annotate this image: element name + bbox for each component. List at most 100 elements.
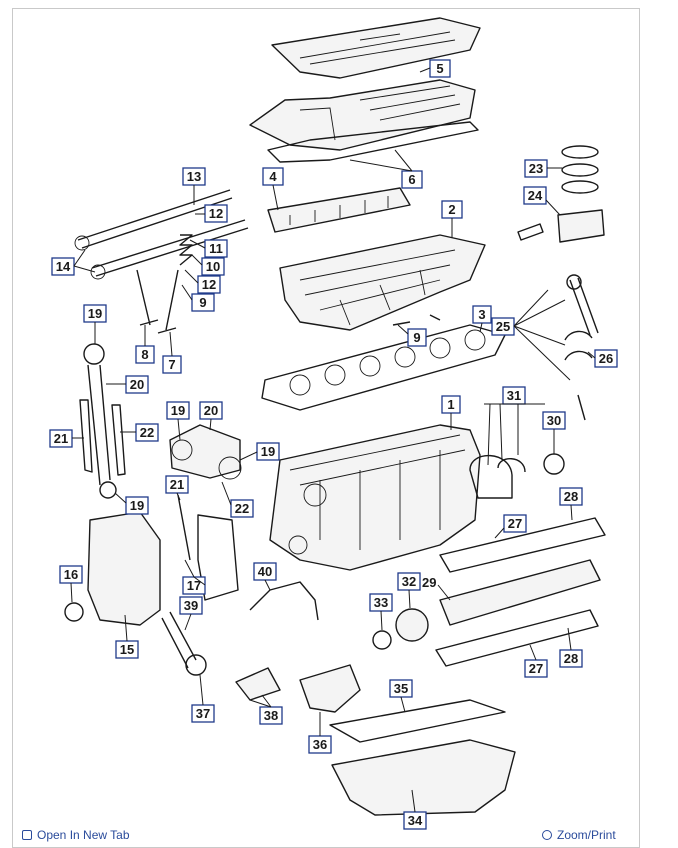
- svg-text:9: 9: [199, 295, 206, 310]
- part-rear-seal: [497, 458, 526, 473]
- callout-19d: 19: [239, 442, 280, 461]
- part-crankshaft: [439, 559, 601, 626]
- svg-text:28: 28: [564, 651, 578, 666]
- svg-text:28: 28: [564, 489, 578, 504]
- svg-text:7: 7: [168, 357, 175, 372]
- callout-40: 40: [253, 562, 277, 591]
- part-timing-cover: [87, 511, 161, 626]
- open-new-tab-link[interactable]: Open In New Tab: [22, 828, 130, 842]
- callout-36: 36: [308, 712, 332, 754]
- callout-13: 12: [195, 204, 228, 223]
- svg-text:17: 17: [187, 578, 201, 593]
- callout-27a: 27: [494, 514, 527, 539]
- part-oil-pump: [299, 664, 361, 713]
- svg-text:38: 38: [264, 708, 278, 723]
- callout-16: 15: [115, 614, 139, 659]
- part-rear-oil-seal: [543, 453, 565, 475]
- svg-text:3: 3: [478, 307, 485, 322]
- part-engine-block: [269, 424, 481, 571]
- svg-text:15: 15: [120, 642, 134, 657]
- callout-18: 17: [182, 559, 206, 595]
- callout-22a: 22: [120, 423, 159, 442]
- callout-4: 4: [262, 167, 284, 211]
- svg-text:24: 24: [528, 188, 543, 203]
- callout-35: 35: [389, 679, 413, 713]
- svg-text:20: 20: [204, 403, 218, 418]
- part-chain-guide: [79, 399, 126, 476]
- svg-text:2: 2: [448, 202, 455, 217]
- svg-text:20: 20: [130, 377, 144, 392]
- part-oil-pan: [331, 739, 516, 816]
- part-piston: [557, 209, 605, 243]
- callout-28b: 28: [559, 627, 583, 668]
- part-cover-gaskets: [177, 494, 239, 601]
- svg-text:22: 22: [140, 425, 154, 440]
- callout-28a: 28: [559, 487, 583, 521]
- svg-text:4: 4: [269, 169, 277, 184]
- svg-text:37: 37: [196, 706, 210, 721]
- part-head-gasket: [261, 324, 506, 411]
- part-vanos-unit: [169, 424, 242, 480]
- part-sprocket: [83, 343, 105, 365]
- part-piston-ring-2: [561, 163, 599, 177]
- svg-text:29: 29: [422, 575, 436, 590]
- callout-38: 38: [249, 694, 283, 725]
- callout-17: 16: [59, 565, 83, 603]
- svg-text:25: 25: [496, 319, 510, 334]
- svg-text:31: 31: [507, 388, 521, 403]
- svg-text:19: 19: [88, 306, 102, 321]
- part-conrod-eye: [566, 274, 582, 290]
- callout-21b: 21: [165, 475, 189, 501]
- callout-23: 23: [524, 159, 562, 178]
- zoom-print-link[interactable]: Zoom/Print: [542, 828, 616, 842]
- part-conrod-bolt: [577, 394, 586, 421]
- part-piston-pin: [517, 223, 544, 241]
- callout-25: 25: [491, 289, 571, 381]
- svg-text:21: 21: [54, 431, 68, 446]
- svg-text:33: 33: [374, 595, 388, 610]
- svg-text:12: 12: [209, 206, 223, 221]
- svg-text:34: 34: [408, 813, 423, 828]
- svg-text:21: 21: [170, 477, 184, 492]
- callout-6: 6: [349, 149, 423, 189]
- callout-32: 32: [397, 572, 421, 609]
- svg-text:27: 27: [508, 516, 522, 531]
- part-oil-pump-chain: [161, 611, 197, 669]
- callout-7: 7: [162, 331, 182, 374]
- part-vibration-damper: [395, 608, 429, 642]
- svg-text:23: 23: [529, 161, 543, 176]
- callout-31: 31: [484, 386, 545, 466]
- callout-10: 9: [181, 284, 215, 312]
- callout-26: 26: [587, 349, 618, 368]
- callout-21a: 21: [49, 429, 84, 448]
- part-tensioner-sprocket: [99, 481, 117, 499]
- svg-text:11: 11: [209, 241, 223, 256]
- part-valve-intake: [157, 269, 179, 334]
- part-piston-rings: [561, 145, 599, 159]
- footer-bar: Open In New Tab Zoom/Print: [12, 826, 640, 842]
- callout-14: 13: [182, 167, 206, 205]
- callout-33: 33: [369, 593, 393, 631]
- svg-text:12: 12: [202, 277, 216, 292]
- svg-text:39: 39: [184, 598, 198, 613]
- part-seal: [64, 602, 84, 622]
- callout-39: 39: [179, 596, 203, 631]
- part-valve-cover-top: [271, 17, 481, 79]
- part-conrod-bearing: [564, 330, 593, 361]
- callout-37: 37: [191, 674, 215, 723]
- svg-text:13: 13: [187, 169, 201, 184]
- svg-text:30: 30: [547, 413, 561, 428]
- svg-text:32: 32: [402, 574, 416, 589]
- part-rear-seal-carrier: [469, 454, 513, 499]
- callout-19c: 19: [166, 401, 190, 441]
- callout-24: 24: [523, 186, 561, 216]
- callout-19b: 19: [114, 492, 149, 515]
- part-cylinder-head-cover: [249, 79, 476, 151]
- callout-27b: 27: [524, 644, 548, 678]
- callout-30: 30: [542, 411, 566, 454]
- svg-text:8: 8: [141, 347, 148, 362]
- callout-5: 5: [419, 59, 451, 78]
- part-piston-ring-3: [561, 180, 599, 194]
- callout-12b: 12: [184, 269, 221, 294]
